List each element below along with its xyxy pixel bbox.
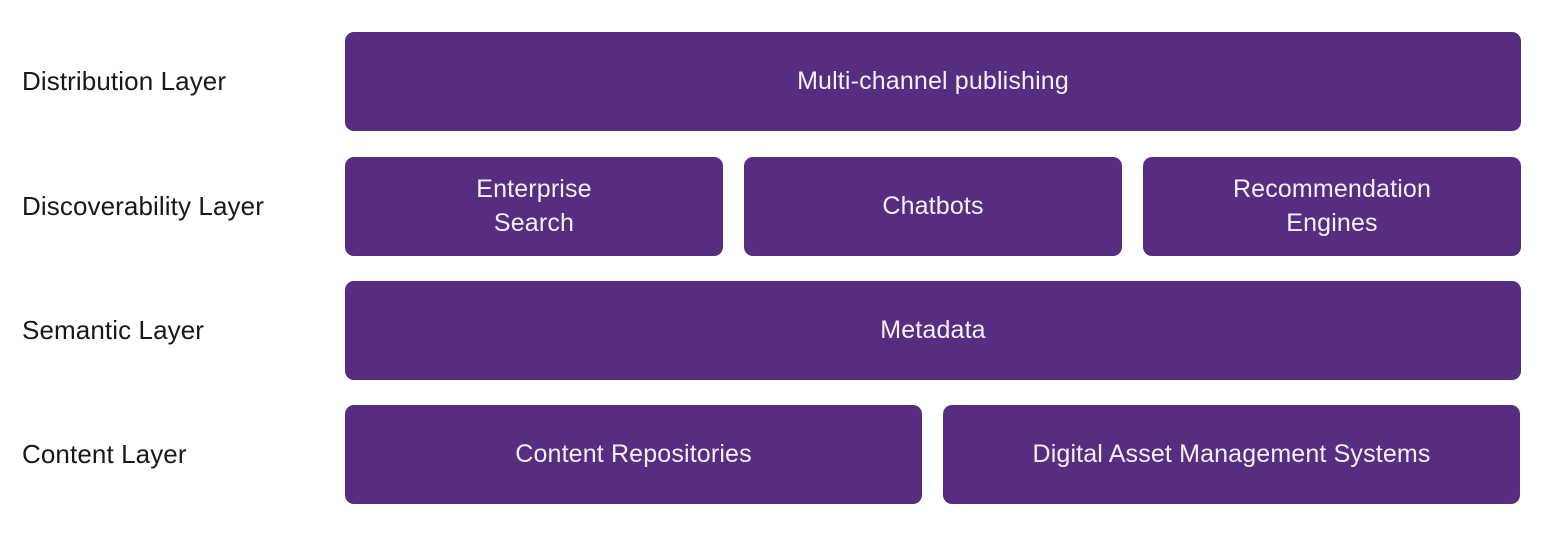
node-enterprise-search[interactable]: Enterprise Search <box>345 157 723 256</box>
layer-row-distribution: Distribution Layer Multi-channel publish… <box>0 32 1542 131</box>
layer-boxes-distribution: Multi-channel publishing <box>345 32 1542 131</box>
layer-label-semantic: Semantic Layer <box>22 314 205 345</box>
node-content-repositories[interactable]: Content Repositories <box>345 405 922 504</box>
layer-label-content: Content Layer <box>22 438 187 469</box>
layer-boxes-discoverability: Enterprise Search Chatbots Recommendatio… <box>345 157 1542 256</box>
node-chatbots[interactable]: Chatbots <box>744 157 1122 256</box>
layer-row-content: Content Layer Content Repositories Digit… <box>0 405 1542 504</box>
layer-row-semantic: Semantic Layer Metadata <box>0 281 1542 380</box>
node-digital-asset-management-systems[interactable]: Digital Asset Management Systems <box>943 405 1520 504</box>
node-multi-channel-publishing[interactable]: Multi-channel publishing <box>345 32 1521 131</box>
layer-label-distribution: Distribution Layer <box>22 65 227 96</box>
layer-boxes-content: Content Repositories Digital Asset Manag… <box>345 405 1542 504</box>
layer-label-discoverability: Discoverability Layer <box>22 190 264 221</box>
node-metadata[interactable]: Metadata <box>345 281 1521 380</box>
node-recommendation-engines[interactable]: Recommendation Engines <box>1143 157 1521 256</box>
layer-row-discoverability: Discoverability Layer Enterprise Search … <box>0 157 1542 256</box>
layer-boxes-semantic: Metadata <box>345 281 1542 380</box>
